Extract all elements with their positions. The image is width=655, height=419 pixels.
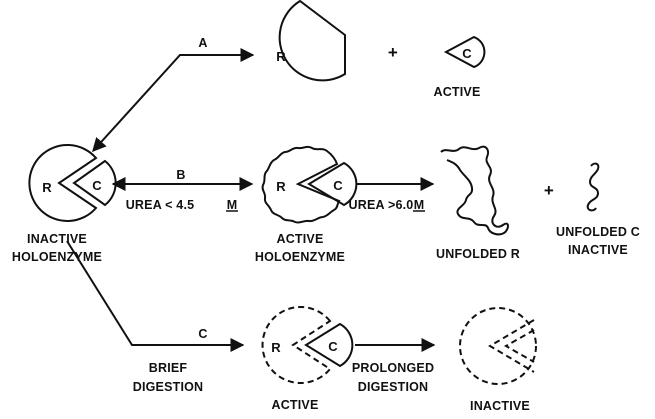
active-holoenzyme-label-line2: HOLOENZYME <box>255 250 345 264</box>
inactive-holoenzyme-label-line2: HOLOENZYME <box>12 250 102 264</box>
unfolded-c-chain <box>588 164 599 211</box>
brief-digestion-label-line1: BRIEF <box>149 361 188 375</box>
catalytic-label-inactive-holo: C <box>92 178 102 193</box>
unfolded-c-label-line1: UNFOLDED C <box>556 225 640 239</box>
catalytic-label-digested: C <box>328 339 338 354</box>
step-b-label: B <box>176 168 185 182</box>
prolonged-digestion-label-line2: DIGESTION <box>358 380 429 394</box>
prolonged-digestion-label-line1: PROLONGED <box>352 361 434 375</box>
regulatory-label-digested: R <box>271 340 281 355</box>
regulatory-label-active-holo: R <box>276 179 286 194</box>
step-c-label: C <box>198 327 207 341</box>
urea-high-unit: M <box>414 198 425 212</box>
digested-inactive-complex <box>460 308 536 384</box>
regulatory-subunit-pacman <box>280 1 345 80</box>
plus-sign-top: + <box>388 43 398 62</box>
inactive-holoenzyme-regulatory <box>29 145 96 221</box>
catalytic-label-top: C <box>462 46 472 61</box>
active-label-top: ACTIVE <box>433 85 480 99</box>
active-holoenzyme-regulatory <box>263 147 339 223</box>
unfolded-r-chain <box>441 147 508 235</box>
inactive-holoenzyme-label-line1: INACTIVE <box>27 232 87 246</box>
brief-digestion-label-line2: DIGESTION <box>133 380 204 394</box>
inactive-label-bottom: INACTIVE <box>470 399 530 413</box>
plus-sign-middle: + <box>544 181 554 200</box>
unfolded-c-label-line2: INACTIVE <box>568 243 628 257</box>
urea-low-label: UREA < 4.5 <box>126 198 195 212</box>
active-label-bottom: ACTIVE <box>271 398 318 412</box>
catalytic-label-active-holo: C <box>333 178 343 193</box>
urea-low-unit: M <box>227 198 238 212</box>
arrow-a <box>93 55 253 151</box>
urea-high-label: UREA >6.0 <box>349 198 414 212</box>
unfolded-r-label: UNFOLDED R <box>436 247 520 261</box>
regulatory-label-top: R <box>276 49 286 64</box>
regulatory-label-inactive-holo: R <box>42 180 52 195</box>
active-holoenzyme-label-line1: ACTIVE <box>276 232 323 246</box>
step-a-label: A <box>198 36 207 50</box>
